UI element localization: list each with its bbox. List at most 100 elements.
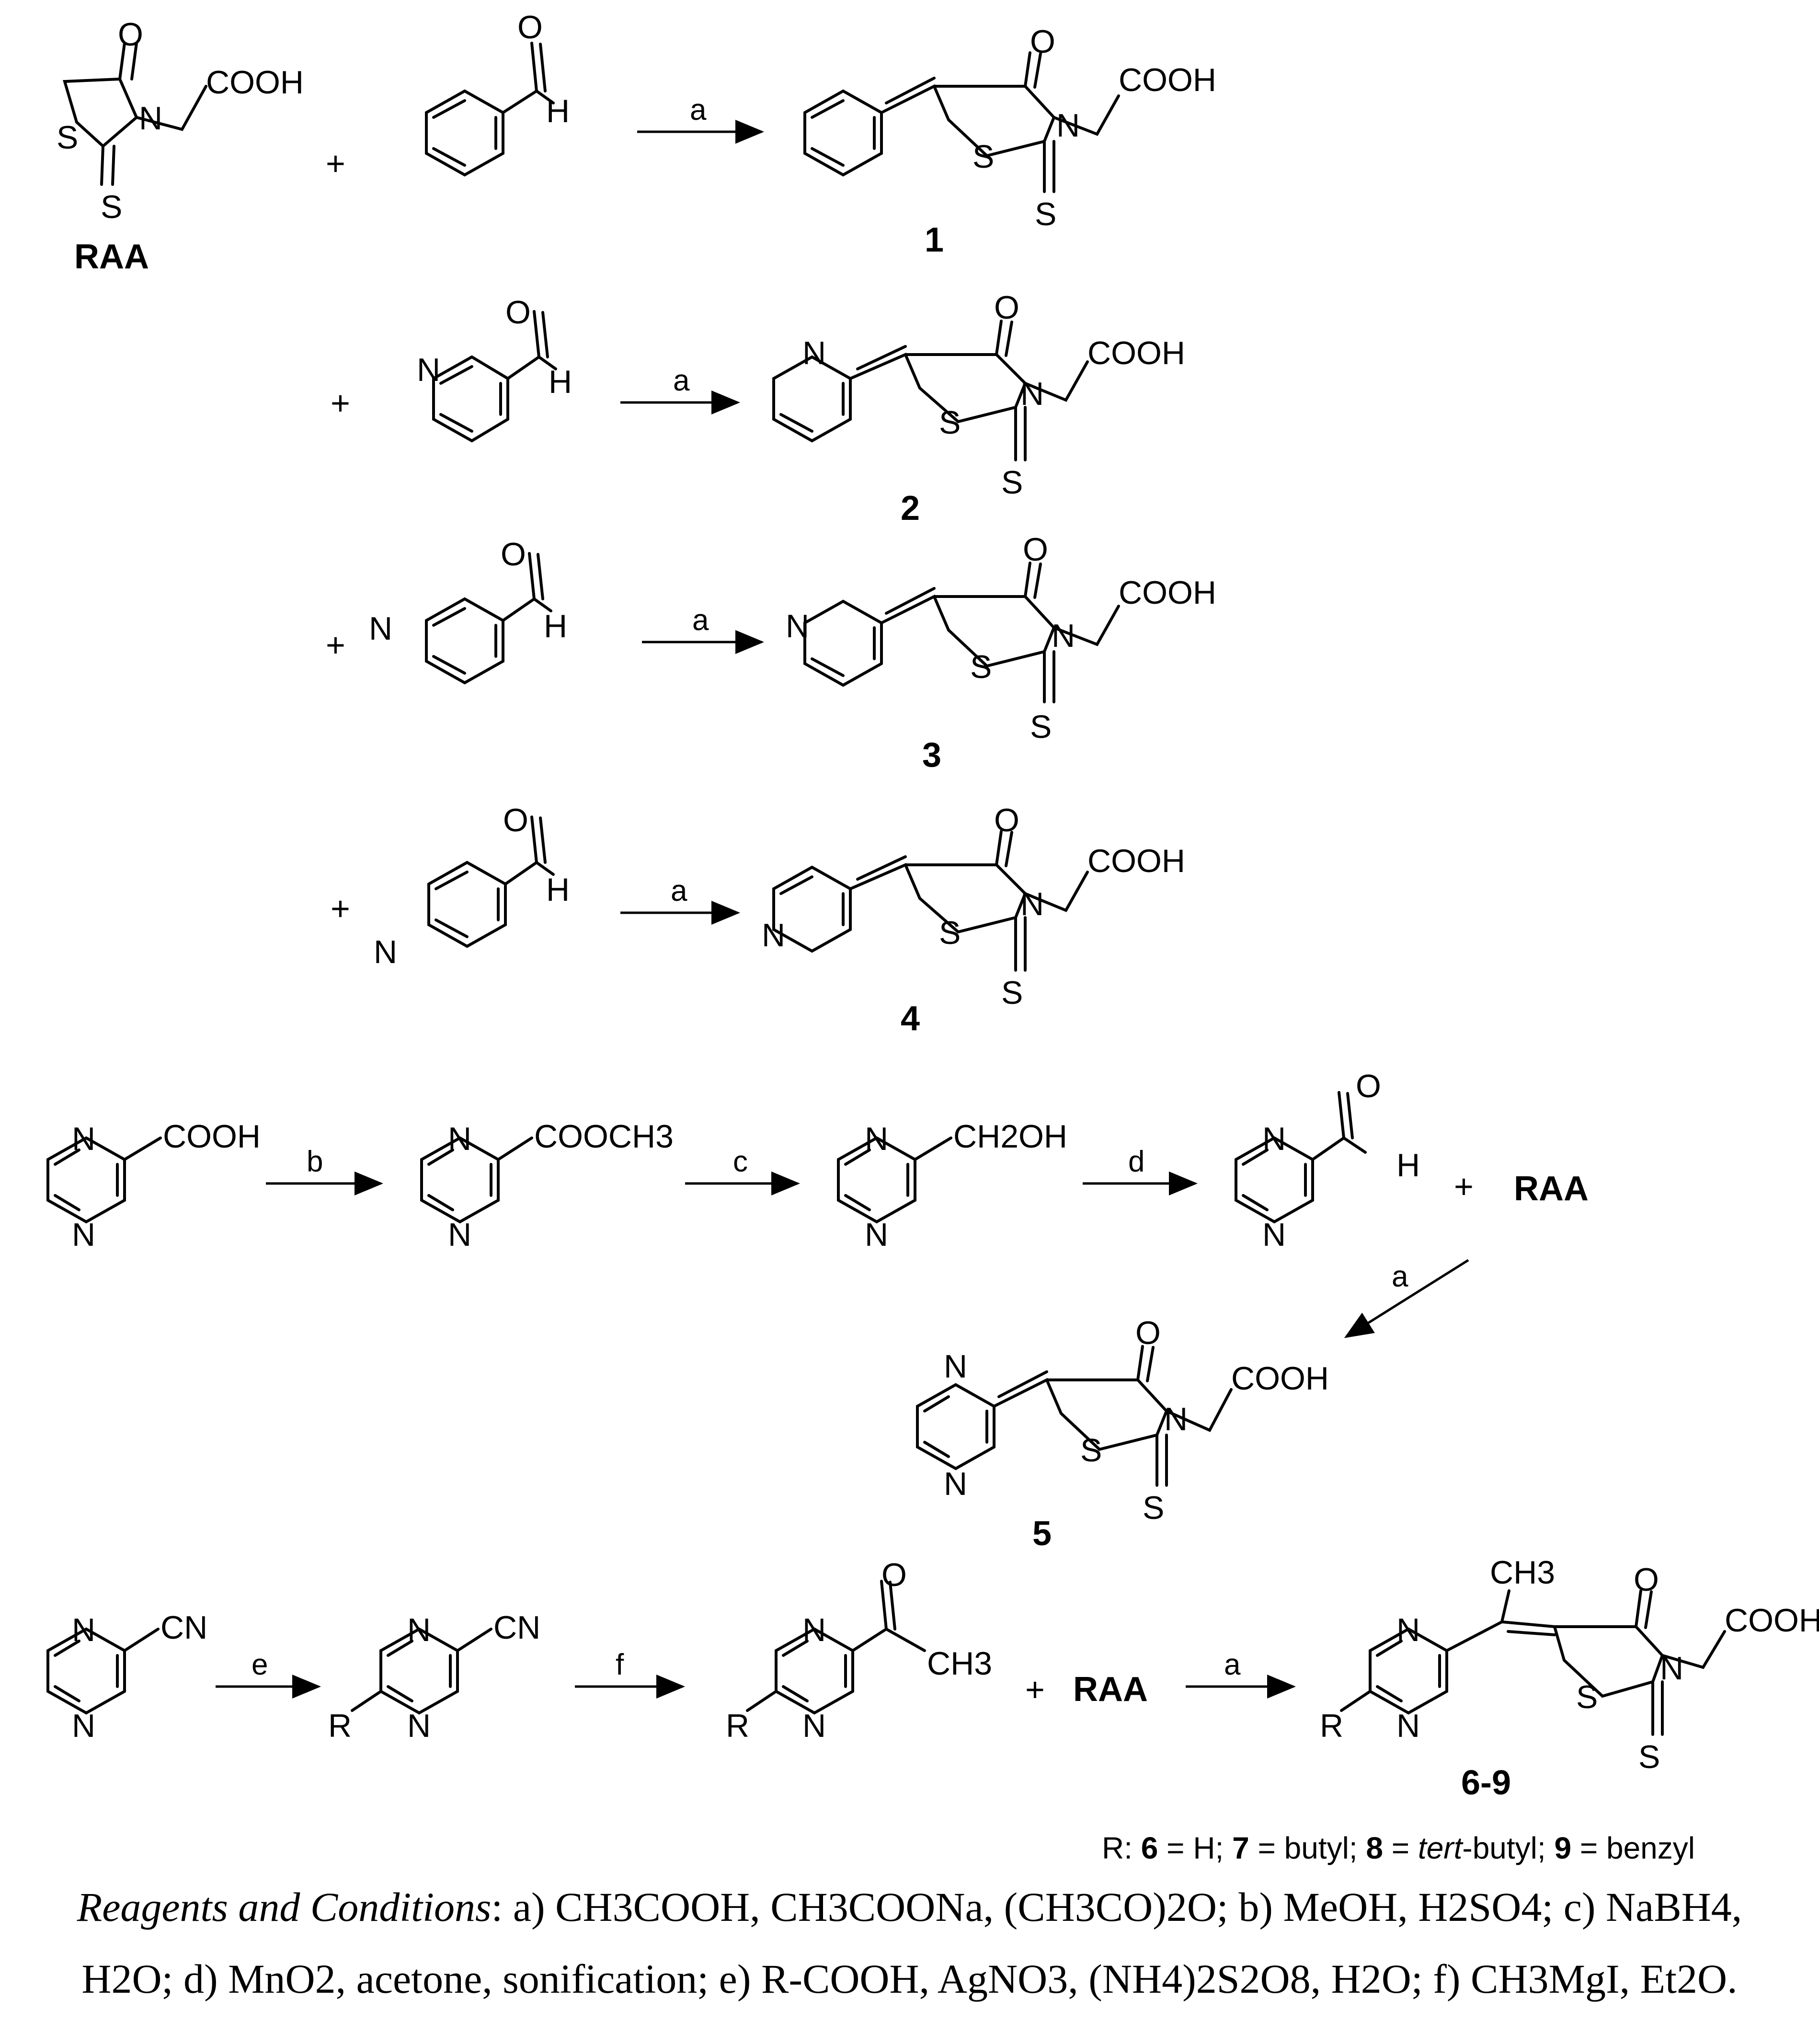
compound-number: 9 xyxy=(1554,1831,1572,1865)
atom-n: N xyxy=(1164,1401,1188,1437)
r-group-label: R xyxy=(726,1708,749,1744)
atom-o: O xyxy=(503,802,528,838)
condition-a: a xyxy=(673,364,690,397)
atom-n: N xyxy=(802,1708,826,1744)
compound-label: 1 xyxy=(925,221,944,259)
atom-s: S xyxy=(1576,1679,1598,1715)
atom-n: N xyxy=(407,1612,431,1648)
raa-label: RAA xyxy=(1514,1170,1589,1208)
pyridine-4-carbaldehyde-structure: N O H xyxy=(374,802,570,970)
cn-label: CN xyxy=(493,1609,540,1646)
compound-5-structure: N N O N S S COOH 5 xyxy=(916,1315,1329,1553)
atom-n: N xyxy=(417,352,440,388)
plus-sign: + xyxy=(326,145,345,182)
plus-sign: + xyxy=(1025,1671,1045,1708)
compound-label: 3 xyxy=(922,736,941,774)
atom-o: O xyxy=(501,536,526,573)
atom-o: O xyxy=(1135,1315,1161,1351)
compound-label: 5 xyxy=(1032,1515,1052,1553)
atom-n: N xyxy=(865,1121,888,1157)
atom-n: N xyxy=(1020,376,1044,412)
r-group-value: = xyxy=(1383,1831,1418,1865)
atom-o: O xyxy=(517,9,543,46)
atom-s: S xyxy=(1143,1490,1164,1526)
methyl-ester-structure: N N COOCH3 xyxy=(420,1118,674,1253)
compound-number: 8 xyxy=(1366,1831,1383,1865)
atom-n: N xyxy=(407,1708,431,1744)
condition-c: c xyxy=(733,1145,748,1178)
pyrazinylmethanol-structure: N N CH2OH xyxy=(837,1118,1067,1253)
r-group-value: = butyl; xyxy=(1249,1831,1366,1865)
condition-a: a xyxy=(1224,1648,1241,1681)
atom-s: S xyxy=(1035,196,1056,232)
caption-text: : a) CH3COOH, CH3COONa, (CH3CO)2O; b) Me… xyxy=(491,1884,1742,1930)
atom-n: N xyxy=(762,917,785,953)
compound-label: 2 xyxy=(901,489,920,528)
atom-n: N xyxy=(786,608,809,644)
atom-s: S xyxy=(1080,1432,1102,1469)
compound-number: 6 xyxy=(1141,1831,1158,1865)
ch3-label: CH3 xyxy=(927,1645,992,1682)
compound-6-9-structure: N N CH3 O N S S COOH R 6-9 xyxy=(1320,1554,1819,1802)
r-group-value: tert xyxy=(1418,1831,1463,1865)
atom-n: N xyxy=(1020,886,1044,922)
condition-a: a xyxy=(671,874,687,907)
atom-n: N xyxy=(865,1217,888,1253)
atom-h: H xyxy=(546,872,570,908)
atom-n: N xyxy=(1052,618,1075,654)
atom-s: S xyxy=(1001,464,1023,501)
cooh-label: COOH xyxy=(1087,335,1185,371)
atom-o: O xyxy=(1634,1562,1659,1598)
r-group-label: R xyxy=(1320,1708,1343,1744)
reaction-arrow xyxy=(1344,1259,1469,1338)
atom-n: N xyxy=(1396,1612,1420,1648)
atom-o: O xyxy=(994,289,1019,326)
alkylated-pyrazine-carbonitrile-structure: N N CN R xyxy=(328,1609,540,1744)
r-group-value: = H; xyxy=(1158,1831,1233,1865)
atom-n: N xyxy=(374,934,397,970)
pyrazine-2-carbonitrile-structure: N N CN xyxy=(46,1609,207,1744)
reagents-caption-line-1: Reagents and Conditions: a) CH3COOH, CH3… xyxy=(29,1883,1790,1931)
atom-n: N xyxy=(369,610,392,647)
r-group-legend: R: 6 = H; 7 = butyl; 8 = tert-butyl; 9 =… xyxy=(1102,1830,1695,1866)
pyridine-2-carbaldehyde-structure: N O H xyxy=(417,294,572,443)
compound-4-structure: N O N S S COOH 4 xyxy=(762,802,1185,1038)
atom-s: S xyxy=(970,649,992,685)
condition-b: b xyxy=(307,1145,323,1178)
raa-structure: O N S S COOH RAA xyxy=(57,16,304,276)
atom-n: N xyxy=(72,1612,95,1648)
raa-label: RAA xyxy=(74,238,149,276)
atom-h: H xyxy=(546,93,570,129)
plus-sign: + xyxy=(326,626,345,664)
condition-f: f xyxy=(616,1648,624,1681)
atom-s: S xyxy=(972,138,994,175)
ch2oh-label: CH2OH xyxy=(953,1118,1067,1155)
atom-n: N xyxy=(1262,1217,1286,1253)
atom-s: S xyxy=(939,404,961,441)
atom-n: N xyxy=(448,1217,471,1253)
atom-o: O xyxy=(1023,531,1048,568)
plus-sign: + xyxy=(331,890,350,927)
compound-label: 4 xyxy=(901,999,920,1038)
benzaldehyde-structure: O H xyxy=(425,9,570,177)
compound-3-structure: N O N S S COOH 3 xyxy=(786,531,1216,774)
cooh-label: COOH xyxy=(1231,1360,1329,1397)
ch3-label: CH3 xyxy=(1490,1554,1555,1591)
reagents-caption-line-2: H2O; d) MnO2, acetone, sonification; e) … xyxy=(29,1955,1790,2003)
atom-o: O xyxy=(505,294,531,331)
condition-d: d xyxy=(1128,1145,1144,1178)
atom-n: N xyxy=(1056,107,1080,144)
atom-n: N xyxy=(139,100,162,137)
atom-o: O xyxy=(1030,23,1055,60)
atom-s: S xyxy=(939,915,961,951)
cooh-label: COOH xyxy=(206,64,304,101)
acetylpyrazine-structure: N N O CH3 R xyxy=(726,1557,992,1744)
atom-n: N xyxy=(802,1612,826,1648)
atom-n: N xyxy=(1396,1708,1420,1744)
atom-n: N xyxy=(1660,1650,1683,1687)
compound-number: 7 xyxy=(1232,1831,1249,1865)
atom-n: N xyxy=(448,1121,471,1157)
atom-n: N xyxy=(802,335,826,371)
caption-text: H2O; d) MnO2, acetone, sonification; e) … xyxy=(81,1956,1738,2002)
